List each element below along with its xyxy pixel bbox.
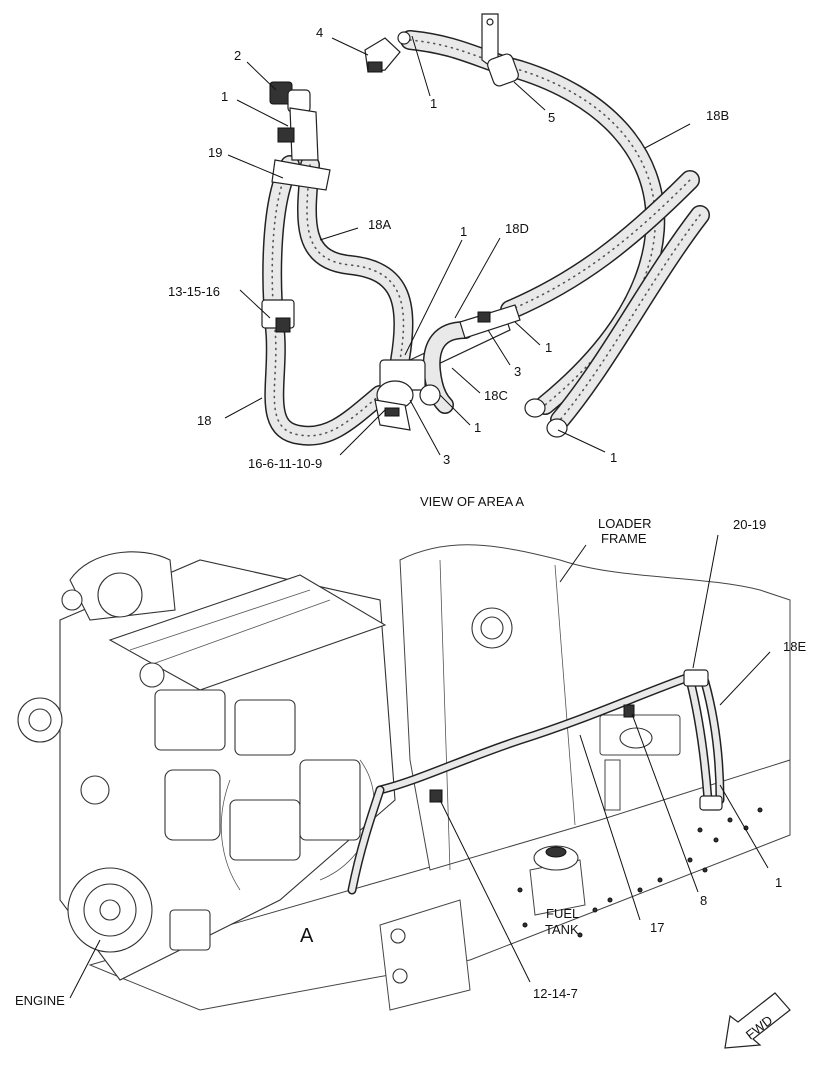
label-18e: 18E xyxy=(783,639,806,654)
bottom-labels: LOADER FRAME 20-19 18E 1 8 17 FUEL TANK … xyxy=(15,516,806,1008)
label-4: 4 xyxy=(316,25,323,40)
fitting-2 xyxy=(269,81,331,191)
top-leaders xyxy=(224,35,691,456)
label-tank: TANK xyxy=(545,922,579,937)
label-20-19: 20-19 xyxy=(733,517,766,532)
label-8: 8 xyxy=(700,893,707,908)
connector-4 xyxy=(364,31,411,73)
label-area-a: A xyxy=(300,925,314,947)
label-1-right: 1 xyxy=(545,340,552,355)
label-loader: LOADER xyxy=(598,516,651,531)
hose-18 xyxy=(262,155,390,446)
view-title: VIEW OF AREA A xyxy=(420,494,524,509)
label-18d: 18D xyxy=(505,221,529,236)
tee-fitting xyxy=(374,359,441,431)
engine-frame-view: FWD LOADER FRAME 20-19 18E 1 8 17 FUEL T… xyxy=(15,516,806,1049)
bracket-top xyxy=(481,13,519,87)
label-16-6-11-10-9: 16-6-11-10-9 xyxy=(248,456,322,471)
fuel-tank-cap xyxy=(529,845,586,916)
clip-13-15-16 xyxy=(261,299,295,333)
label-18a: 18A xyxy=(368,217,391,232)
fwd-arrow-icon: FWD xyxy=(724,992,791,1049)
label-1-lower-right: 1 xyxy=(610,450,617,465)
label-1-top: 1 xyxy=(430,96,437,111)
label-1-lower: 1 xyxy=(474,420,481,435)
label-fuel: FUEL xyxy=(546,906,579,921)
hose-18c xyxy=(422,321,474,414)
label-5: 5 xyxy=(548,110,555,125)
loader-frame xyxy=(88,544,791,1011)
fuel-line-18e xyxy=(683,669,725,811)
label-12-14-7: 12-14-7 xyxy=(533,986,578,1001)
label-17: 17 xyxy=(650,920,664,935)
clamps xyxy=(429,704,635,803)
bottom-leaders xyxy=(69,534,771,999)
label-1-center: 1 xyxy=(460,224,467,239)
right-fittings xyxy=(459,304,568,438)
frame-rivets xyxy=(517,807,763,938)
label-13-15-16: 13-15-16 xyxy=(168,284,220,299)
hose-assembly-view: 4 2 1 1 19 5 18B 18A 1 18D 13-15-16 1 3 … xyxy=(168,13,729,471)
label-18: 18 xyxy=(197,413,211,428)
label-1-left: 1 xyxy=(221,89,228,104)
label-engine: ENGINE xyxy=(15,993,65,1008)
engine-block xyxy=(17,551,396,981)
label-frame: FRAME xyxy=(601,531,647,546)
label-2: 2 xyxy=(234,48,241,63)
label-1-bottom: 1 xyxy=(775,875,782,890)
top-labels: 4 2 1 1 19 5 18B 18A 1 18D 13-15-16 1 3 … xyxy=(168,25,729,471)
label-18c: 18C xyxy=(484,388,508,403)
label-3-right: 3 xyxy=(514,364,521,379)
label-18b: 18B xyxy=(706,108,729,123)
fuel-line-17 xyxy=(347,670,700,895)
label-19: 19 xyxy=(208,145,222,160)
label-3-lower: 3 xyxy=(443,452,450,467)
hose-18b xyxy=(400,30,710,430)
hose-18a xyxy=(296,155,414,370)
